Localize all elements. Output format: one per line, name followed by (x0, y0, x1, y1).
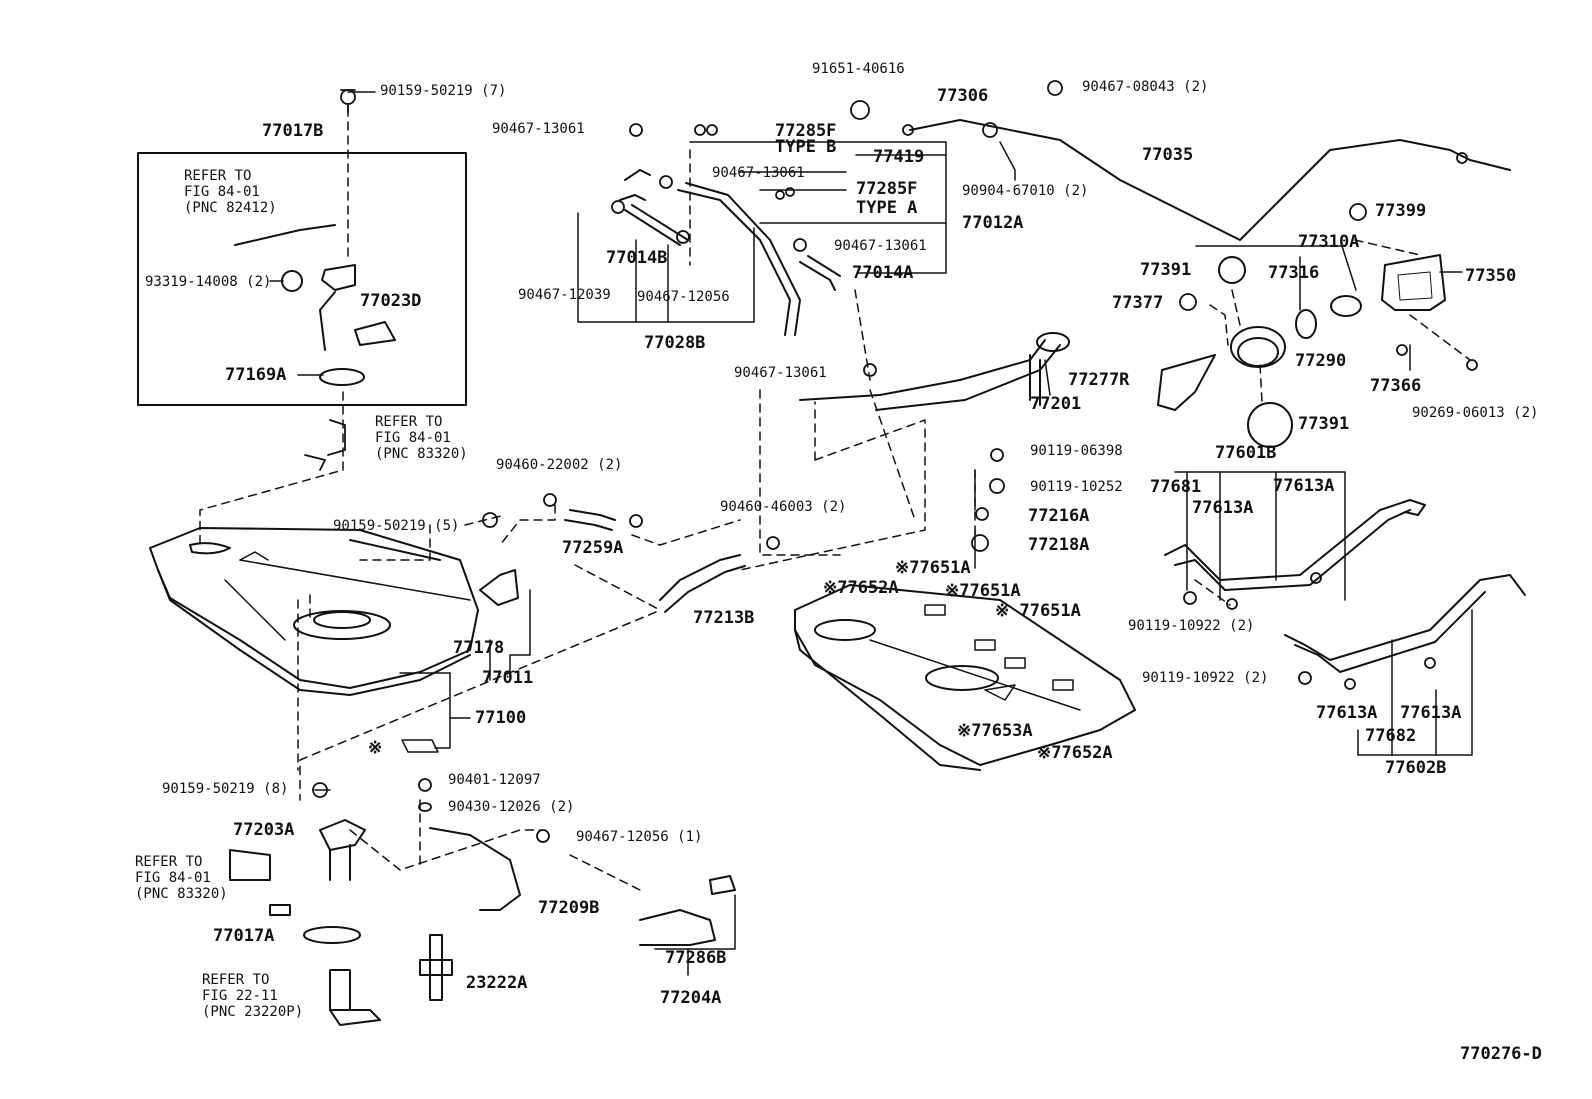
sender-group-box (137, 152, 467, 406)
tank-bands-drawing (1164, 499, 1526, 673)
callout-77028B: 77028B (644, 333, 706, 353)
callout-77011: 77011 (482, 668, 534, 688)
callout-77602B: 77602B (1385, 758, 1447, 778)
callout-90460-22002: 90460-22002 (2) (496, 457, 623, 473)
callout-77213B: 77213B (693, 608, 755, 628)
callout-90119-10922-a: 90119-10922 (2) (1128, 618, 1255, 634)
callout-77285F-a: 77285F (856, 179, 918, 199)
callout-77286B: 77286B (665, 948, 727, 968)
callout-77601B: 77601B (1215, 443, 1277, 463)
callout-90467-12056-1: 90467-12056 (1) (576, 829, 703, 845)
callout-77419: 77419 (873, 147, 925, 167)
callout-type-b: TYPE B (775, 137, 837, 157)
callout-90269-06013: 90269-06013 (2) (1412, 405, 1539, 421)
callout-77209B: 77209B (538, 898, 600, 918)
callout-90119-10252: 90119-10252 (1030, 479, 1123, 495)
callout-77682: 77682 (1365, 726, 1417, 746)
callout-77100: 77100 (475, 708, 527, 728)
callout-90467-12056: 90467-12056 (637, 289, 730, 305)
fuel-lid-drawing (1218, 254, 1446, 448)
hoses-drawing (429, 509, 746, 946)
callout-77216A: 77216A (1028, 506, 1090, 526)
callout-77306: 77306 (937, 86, 989, 106)
callout-90159-50219-7: 90159-50219 (7) (380, 83, 507, 99)
callout-90467-13061-a: 90467-13061 (492, 121, 585, 137)
filler-pipe-drawing (799, 332, 1070, 411)
callout-77652A-2: ※77652A (1037, 743, 1113, 763)
callout-77613A-1: 77613A (1273, 476, 1335, 496)
callout-77651A-2: ※77651A (945, 581, 1021, 601)
callout-77613A-3: 77613A (1316, 703, 1378, 723)
callout-type-a: TYPE A (856, 198, 918, 218)
tank-protector-drawing (794, 584, 1136, 771)
callout-asterisk: ※ (368, 738, 383, 758)
callout-77012A: 77012A (962, 213, 1024, 233)
callout-77366: 77366 (1370, 376, 1422, 396)
phantom-lines (199, 107, 1471, 891)
fuel-pump-drawing (229, 819, 453, 1026)
callout-77285F-b: 77285F (775, 121, 837, 141)
callout-90119-10922-b: 90119-10922 (2) (1142, 670, 1269, 686)
fasteners-drawing (304, 80, 1478, 843)
filler-protector-drawing (1157, 354, 1216, 411)
opener-cable-drawing (909, 119, 1511, 241)
callout-77377: 77377 (1112, 293, 1164, 313)
callout-77350: 77350 (1465, 266, 1517, 286)
callout-77277R: 77277R (1068, 370, 1130, 390)
callout-77035: 77035 (1142, 145, 1194, 165)
callout-91651-40616: 91651-40616 (812, 61, 905, 77)
callout-90904-67010: 90904-67010 (2) (962, 183, 1089, 199)
callout-90467-13061-b: 90467-13061 (712, 165, 805, 181)
callout-77017A: 77017A (213, 926, 275, 946)
callout-90430-12026: 90430-12026 (2) (448, 799, 575, 815)
callout-77613A-4: 77613A (1400, 703, 1462, 723)
callout-77652A-1: ※77652A (823, 578, 899, 598)
callout-90401-12097: 90401-12097 (448, 772, 541, 788)
callout-90467-12039: 90467-12039 (518, 287, 611, 303)
callout-77201: 77201 (1030, 394, 1082, 414)
callout-90460-46003: 90460-46003 (2) (720, 499, 847, 515)
callout-77259A: 77259A (562, 538, 624, 558)
callout-77169A: 77169A (225, 365, 287, 385)
callout-77204A: 77204A (660, 988, 722, 1008)
callout-77218A: 77218A (1028, 535, 1090, 555)
callout-77391-b: 77391 (1298, 414, 1350, 434)
callout-90159-50219-5: 90159-50219 (5) (333, 518, 460, 534)
callout-23222A: 23222A (466, 973, 528, 993)
callout-77017B: 77017B (262, 121, 324, 141)
callout-90467-08043: 90467-08043 (2) (1082, 79, 1209, 95)
callout-77290: 77290 (1295, 351, 1347, 371)
callout-77613A-2: 77613A (1192, 498, 1254, 518)
callout-77651A-3: ※ 77651A (995, 601, 1081, 621)
callout-77014B: 77014B (606, 248, 668, 268)
callout-77391-a: 77391 (1140, 260, 1192, 280)
callout-90467-13061-d: 90467-13061 (734, 365, 827, 381)
callout-93319-14008: 93319-14008 (2) (145, 274, 272, 290)
callout-77178: 77178 (453, 638, 505, 658)
callout-77203A: 77203A (233, 820, 295, 840)
callout-90119-06398: 90119-06398 (1030, 443, 1123, 459)
callout-77316: 77316 (1268, 263, 1320, 283)
fuel-tank-drawing (149, 527, 479, 696)
figure-code: 770276-D (1460, 1044, 1542, 1064)
callout-77653A: ※77653A (957, 721, 1033, 741)
sender-gauge-drawing (234, 224, 396, 386)
callout-77399: 77399 (1375, 201, 1427, 221)
callout-77310A: 77310A (1298, 232, 1360, 252)
label-plate-icon (401, 739, 439, 753)
callout-77014A: 77014A (852, 263, 914, 283)
callout-77681: 77681 (1150, 477, 1202, 497)
callout-77023D: 77023D (360, 291, 422, 311)
leader-lines (269, 91, 1473, 976)
vent-lines-drawing (619, 169, 841, 336)
callout-90159-50219-8: 90159-50219 (8) (162, 781, 289, 797)
callout-90467-13061-c: 90467-13061 (834, 238, 927, 254)
callout-77651A-1: ※77651A (895, 558, 971, 578)
